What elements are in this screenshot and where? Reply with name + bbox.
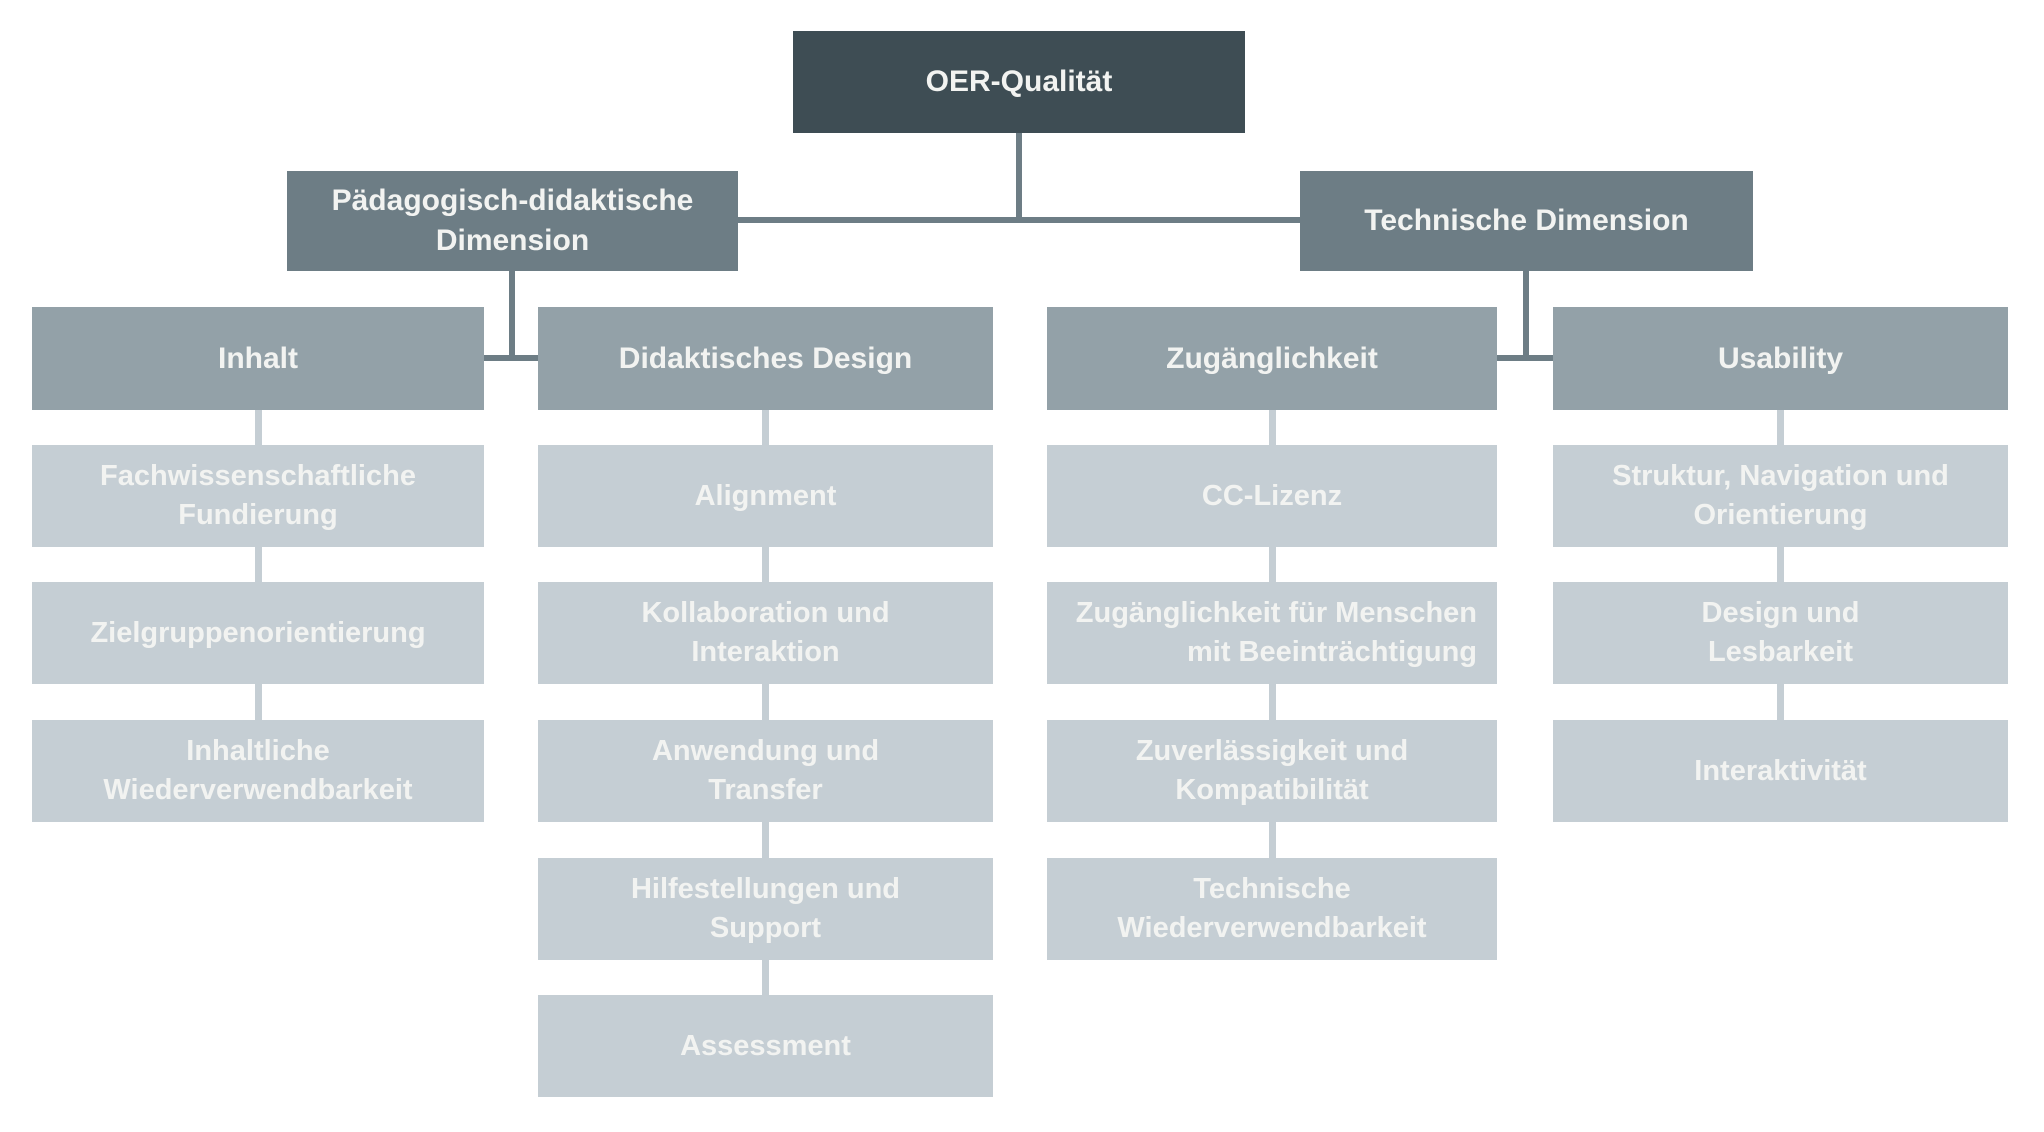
item-box-zugaenglichkeit-fuer-menschen-mit-beeintraechtigung: Zugänglichkeit für Menschen mit Beeinträ…	[1047, 582, 1497, 684]
item-box-cc-lizenz: CC-Lizenz	[1047, 445, 1497, 547]
connector-col2-3	[762, 684, 769, 720]
connector-col1-2	[255, 547, 262, 582]
connector-col4-1	[1777, 410, 1784, 445]
connector-dimension2-vertical	[1523, 270, 1529, 358]
item-box-fachwissenschaftliche-fundierung: Fachwissenschaftliche Fundierung	[32, 445, 484, 547]
connector-dimension2-horizontal	[1497, 355, 1553, 361]
connector-col2-4	[762, 822, 769, 858]
connector-col1-1	[255, 410, 262, 445]
category-box-zugaenglichkeit: Zugänglichkeit	[1047, 307, 1497, 410]
connector-dimension1-horizontal	[484, 355, 538, 361]
connector-dimension1-vertical	[509, 270, 515, 358]
connector-col2-2	[762, 547, 769, 582]
connector-col1-3	[255, 684, 262, 720]
connector-col3-4	[1269, 822, 1276, 858]
connector-col3-3	[1269, 684, 1276, 720]
category-box-didaktisches-design: Didaktisches Design	[538, 307, 993, 410]
root-box-oer-qualitaet: OER-Qualität	[793, 31, 1245, 133]
item-box-design-und-lesbarkeit: Design und Lesbarkeit	[1553, 582, 2008, 684]
item-box-alignment: Alignment	[538, 445, 993, 547]
dimension-box-paedagogisch-didaktisch: Pädagogisch-didaktische Dimension	[287, 171, 738, 271]
connector-root-vertical	[1016, 133, 1022, 220]
connector-col3-1	[1269, 410, 1276, 445]
category-box-usability: Usability	[1553, 307, 2008, 410]
item-box-technische-wiederverwendbarkeit: Technische Wiederverwendbarkeit	[1047, 858, 1497, 960]
item-box-assessment: Assessment	[538, 995, 993, 1097]
item-box-zuverlaessigkeit-und-kompatibilitaet: Zuverlässigkeit und Kompatibilität	[1047, 720, 1497, 822]
connector-col2-5	[762, 960, 769, 995]
item-box-anwendung-und-transfer: Anwendung und Transfer	[538, 720, 993, 822]
item-box-hilfestellungen-und-support: Hilfestellungen und Support	[538, 858, 993, 960]
item-box-interaktivitaet: Interaktivität	[1553, 720, 2008, 822]
category-box-inhalt: Inhalt	[32, 307, 484, 410]
connector-col4-3	[1777, 684, 1784, 720]
item-box-kollaboration-und-interaktion: Kollaboration und Interaktion	[538, 582, 993, 684]
item-box-struktur-navigation-und-orientierung: Struktur, Navigation und Orientierung	[1553, 445, 2008, 547]
dimension-box-technisch: Technische Dimension	[1300, 171, 1753, 271]
connector-col3-2	[1269, 547, 1276, 582]
connector-root-horizontal	[737, 217, 1300, 223]
connector-col2-1	[762, 410, 769, 445]
item-box-zielgruppenorientierung: Zielgruppenorientierung	[32, 582, 484, 684]
item-box-inhaltliche-wiederverwendbarkeit: Inhaltliche Wiederverwendbarkeit	[32, 720, 484, 822]
connector-col4-2	[1777, 547, 1784, 582]
